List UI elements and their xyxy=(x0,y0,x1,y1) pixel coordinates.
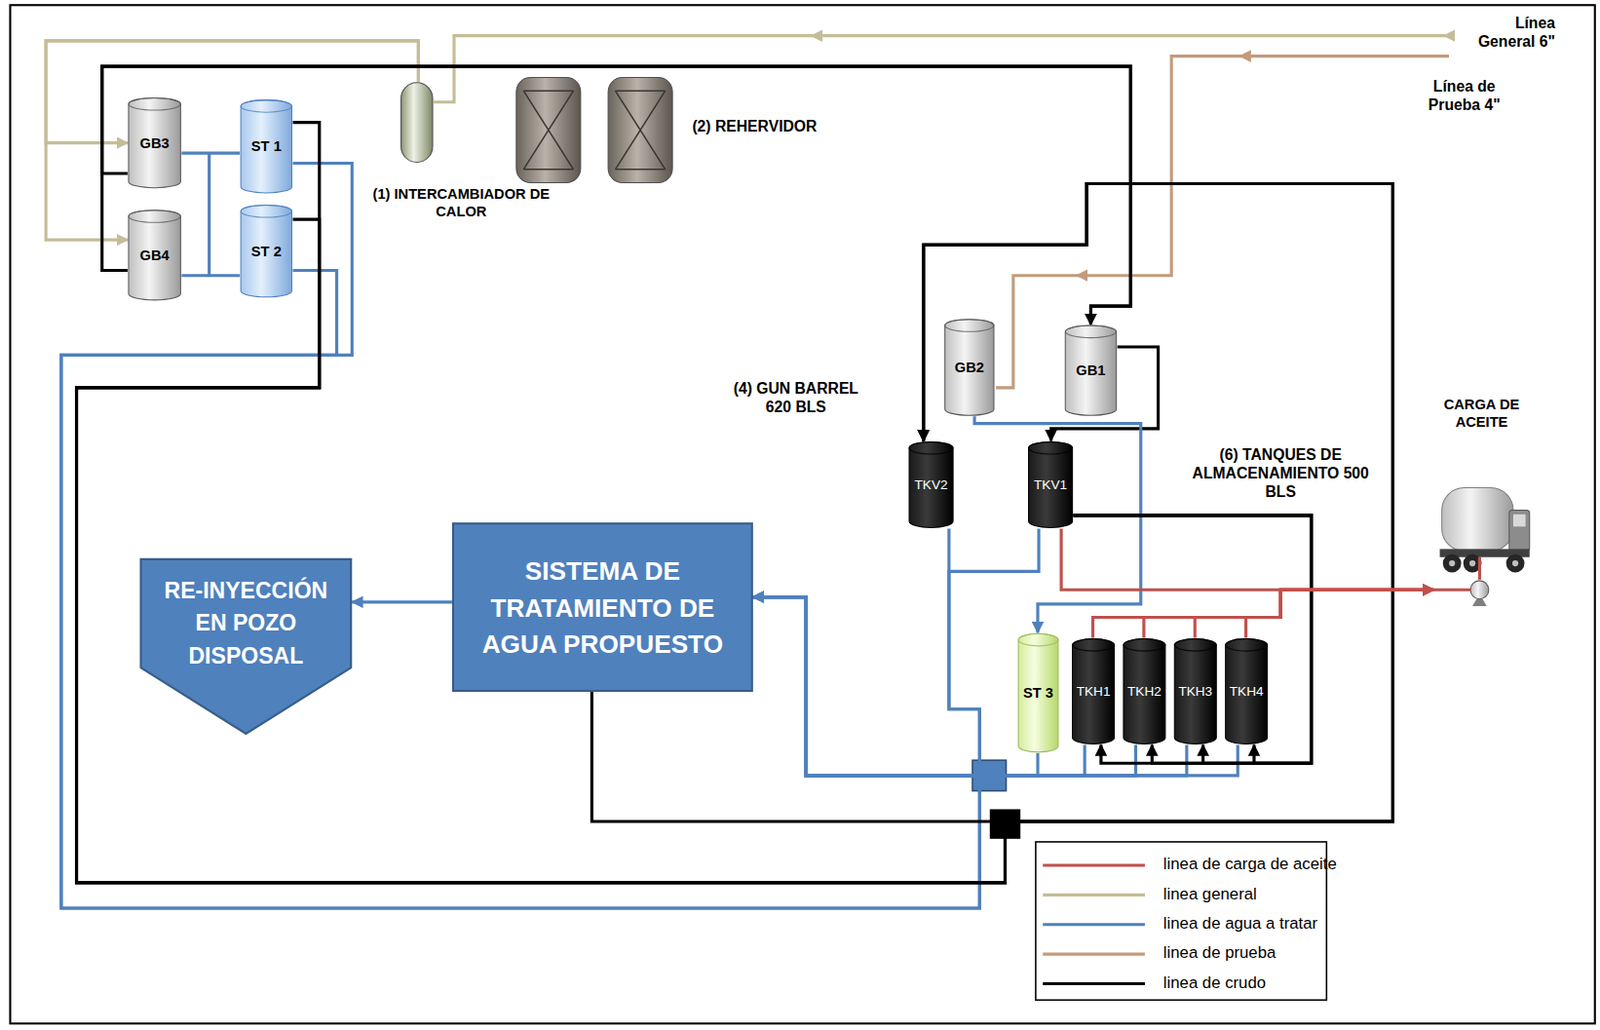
node-label: TKH1 xyxy=(1076,683,1111,699)
legend-sample xyxy=(1042,893,1145,897)
vertical-tank: TKV1 xyxy=(1028,440,1074,529)
pipe-connector xyxy=(61,163,980,909)
reboiler-shape xyxy=(515,76,674,185)
annotation-label: (4) GUN BARREL 620 BLS xyxy=(719,380,873,418)
node-label: (2) REHERVIDOR xyxy=(690,116,819,136)
process-box: SISTEMA DE TRATAMIENTO DE AGUA PROPUESTO xyxy=(452,522,754,692)
pipe-connector xyxy=(181,152,240,155)
oil-truck: CARGA DE ACEITE xyxy=(1433,479,1530,612)
pipe-connector xyxy=(181,273,240,277)
gas-boot-tank: GB4 xyxy=(127,209,183,302)
pipe-connector xyxy=(1061,528,1434,590)
legend-text: linea de crudo xyxy=(1163,973,1266,992)
pipe-connector xyxy=(753,597,1238,776)
node-label: TKV2 xyxy=(914,476,949,493)
pipe-connector xyxy=(102,66,1132,325)
test-line-arrow xyxy=(1245,55,1452,57)
gun-barrel-tank: GB2 xyxy=(944,318,995,418)
water-link xyxy=(207,152,211,276)
gas-boot-tank: GB3 xyxy=(127,96,183,189)
frame xyxy=(9,4,1595,1024)
pipe-connector xyxy=(1194,589,1434,638)
storage-tank: TKH4 xyxy=(1224,637,1269,745)
pipe-connector xyxy=(1143,589,1434,638)
annotation-label: Línea General 6" xyxy=(1461,14,1556,52)
pipe-connector xyxy=(76,122,1394,883)
legend-text: linea general xyxy=(1163,884,1258,904)
legend-text: linea de agua a tratar xyxy=(1163,914,1318,933)
gun-barrel-tank: GB1 xyxy=(1064,324,1117,417)
settling-tank: ST 3 xyxy=(1017,632,1060,754)
test-line-arrow xyxy=(1081,274,1172,276)
reboiler: (2) REHERVIDOR xyxy=(515,76,674,185)
general-line-arrow xyxy=(816,35,1451,37)
node-label: TKH3 xyxy=(1178,683,1213,699)
pipe-connector xyxy=(753,597,1137,776)
heat-exchanger: (1) INTERCAMBIADOR DE CALOR xyxy=(400,81,435,164)
node-label: GB1 xyxy=(1075,361,1105,380)
node-label: (1) INTERCAMBIADOR DE CALOR xyxy=(364,186,559,221)
pipe-connector xyxy=(351,600,453,604)
node-label: SISTEMA DE TRATAMIENTO DE AGUA PROPUESTO xyxy=(472,551,733,663)
legend-sample xyxy=(1042,952,1145,956)
settling-tank: ST 1 xyxy=(239,99,293,194)
node-label: GB2 xyxy=(954,358,985,377)
pipe-connector xyxy=(61,270,980,909)
storage-tank: TKH3 xyxy=(1173,637,1218,745)
pipe-connector xyxy=(591,183,1393,821)
vertical-tank: TKV2 xyxy=(908,440,954,529)
test-line xyxy=(995,56,1449,388)
node-label: ST 2 xyxy=(251,242,282,261)
node-label: TKV1 xyxy=(1033,476,1067,493)
node-label: TKH2 xyxy=(1127,683,1162,699)
disposal-well: RE-INYECCIÓN EN POZO DISPOSAL xyxy=(139,558,352,735)
pipe-connector xyxy=(1093,589,1435,638)
general-line xyxy=(433,36,1449,103)
heat-exchanger-shape xyxy=(400,81,435,164)
pipe-connector xyxy=(102,66,1132,325)
legend-sample xyxy=(1042,863,1145,867)
annotation-label: (6) TANQUES DE ALMACENAMIENTO 500 BLS xyxy=(1188,446,1372,502)
oil-truck-shape xyxy=(1433,479,1530,612)
pipe-connector xyxy=(753,597,1187,776)
legend-text: linea de carga de aceite xyxy=(1163,855,1337,875)
node-label: ST 3 xyxy=(1023,684,1054,702)
pipe-connector xyxy=(1246,589,1435,638)
settling-tank: ST 2 xyxy=(239,203,293,298)
pipe-connector xyxy=(753,528,980,775)
node-label: GB3 xyxy=(140,134,170,153)
storage-tank: TKH1 xyxy=(1071,637,1116,745)
pipe-connector xyxy=(974,416,1142,633)
annotation-label: Línea de Prueba 4" xyxy=(1412,77,1516,115)
legend-sample xyxy=(1042,922,1145,926)
legend-sample xyxy=(1042,982,1145,986)
pipe-connector xyxy=(753,597,1085,776)
node-label: GB4 xyxy=(140,246,170,265)
pipe-connector xyxy=(76,183,1394,882)
node-label: RE-INYECCIÓN EN POZO DISPOSAL xyxy=(154,574,337,673)
storage-tank: TKH2 xyxy=(1122,637,1167,745)
legend-text: linea de prueba xyxy=(1163,944,1277,963)
pipe-connector xyxy=(753,528,1039,775)
node-label: ST 1 xyxy=(251,137,282,155)
pipe-connector xyxy=(753,597,1038,776)
node-label: CARGA DE ACEITE xyxy=(1425,395,1538,430)
node-label: TKH4 xyxy=(1229,683,1264,699)
